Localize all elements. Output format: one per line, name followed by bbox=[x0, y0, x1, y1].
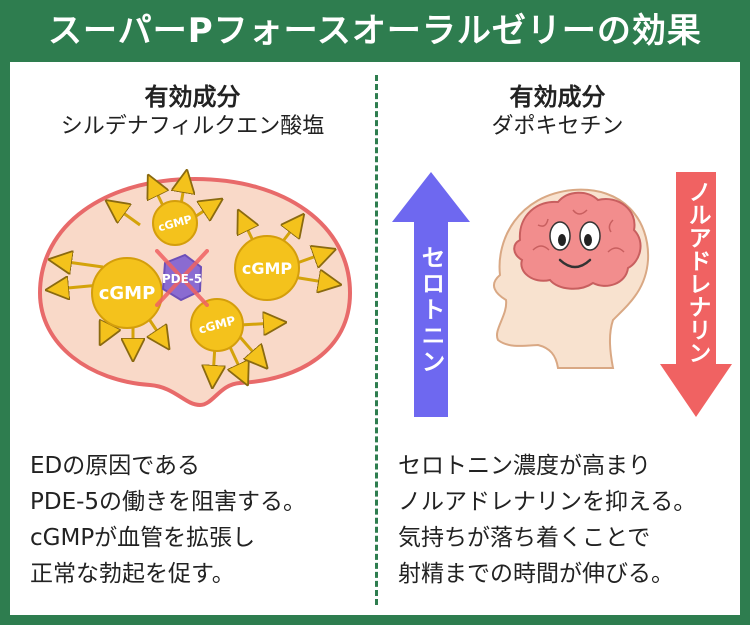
cgmp-label-large: cGMP bbox=[242, 259, 293, 278]
head-illustration bbox=[492, 188, 650, 369]
brain bbox=[513, 191, 642, 290]
cgmp-molecule bbox=[152, 200, 198, 246]
cgmp-molecule bbox=[190, 298, 244, 352]
cgmp-molecule bbox=[234, 235, 300, 301]
right-description: セロトニン濃度が高まり ノルアドレナリンを抑える。 気持ちが落ち着くことで 射精… bbox=[398, 448, 696, 592]
right-heading: 有効成分 bbox=[509, 83, 606, 111]
desc-line: 気持ちが落ち着くことで bbox=[398, 525, 651, 551]
serotonin-up-arrow bbox=[392, 172, 470, 417]
left-heading: 有効成分 bbox=[144, 83, 241, 111]
desc-line: 射精までの時間が伸びる。 bbox=[398, 561, 674, 587]
desc-line: cGMPが血管を拡張し bbox=[30, 525, 256, 551]
cgmp-label-large: cGMP bbox=[99, 283, 156, 304]
block-cross-icon bbox=[155, 249, 209, 307]
desc-line: EDの原因である bbox=[30, 453, 201, 479]
right-ingredient: ダポキセチン bbox=[491, 114, 624, 139]
desc-line: PDE-5の働きを阻害する。 bbox=[30, 489, 307, 515]
left-ingredient: シルデナフィルクエン酸塩 bbox=[60, 114, 325, 139]
page-title: スーパーPフォースオーラルゼリーの効果 bbox=[48, 11, 702, 51]
desc-line: セロトニン濃度が高まり bbox=[398, 453, 651, 479]
noradrenaline-down-arrow bbox=[660, 172, 732, 417]
cgmp-molecule bbox=[91, 257, 163, 329]
left-description: EDの原因である PDE-5の働きを阻害する。 cGMPが血管を拡張し 正常な勃… bbox=[30, 448, 306, 592]
cell-illustration: cGMP cGMP cGMP cGMP PDE-5 bbox=[37, 165, 353, 408]
left-header: 有効成分 シルデナフィルクエン酸塩 bbox=[15, 82, 370, 142]
pde5-label: PDE-5 bbox=[162, 272, 202, 286]
desc-line: ノルアドレナリンを抑える。 bbox=[398, 489, 697, 515]
smile bbox=[558, 258, 592, 269]
noradrenaline-label: ノルアドレナリン bbox=[684, 180, 710, 364]
desc-line: 正常な勃起を促す。 bbox=[30, 561, 235, 587]
serotonin-label: セロトニン bbox=[417, 245, 445, 375]
column-divider bbox=[375, 75, 378, 605]
right-header: 有効成分 ダポキセチン bbox=[380, 82, 735, 142]
